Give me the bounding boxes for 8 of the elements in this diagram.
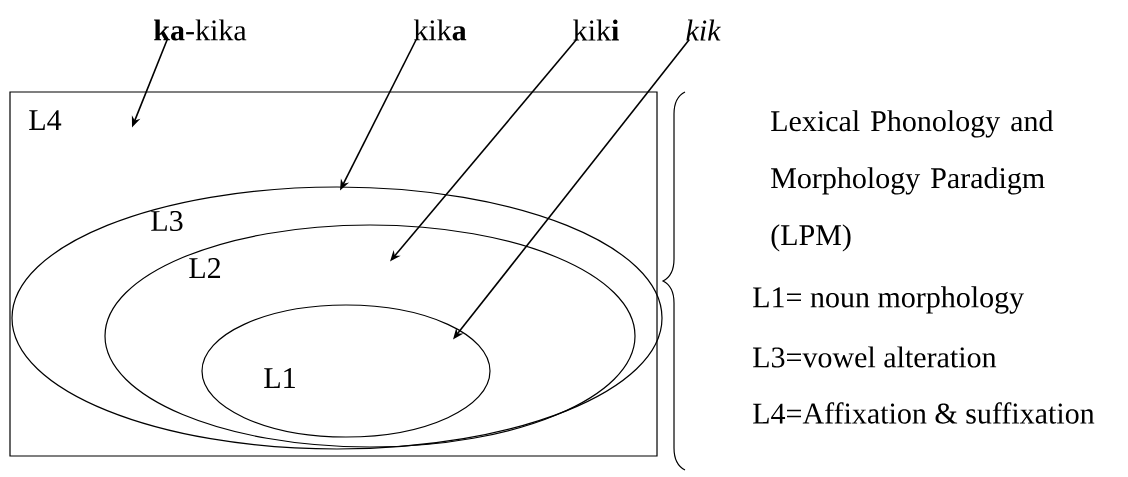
word-label: kik xyxy=(686,19,721,41)
note-text: L4=Affixation & suffixation xyxy=(753,402,1095,424)
note-text: Lexical Phonology and Morphology Paradigm (LPM) xyxy=(771,110,1054,252)
word-label: kiki xyxy=(573,19,619,41)
note-text: L1= noun morphology xyxy=(753,286,1024,314)
word-label: ka-kika xyxy=(154,19,247,41)
note-text: L3=vowel alteration xyxy=(753,346,997,368)
word-label: kika xyxy=(413,19,467,41)
